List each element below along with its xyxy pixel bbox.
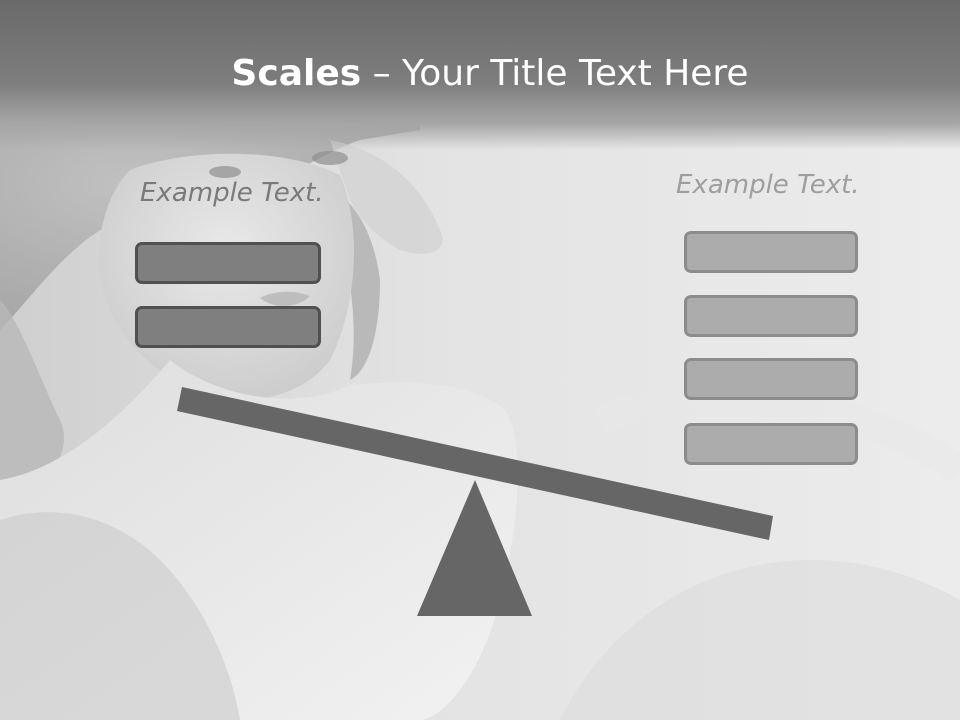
fulcrum-triangle-icon — [417, 480, 532, 616]
right-caption: Example Text. — [676, 170, 860, 200]
balance-beam-icon — [177, 387, 773, 540]
slide-title-rest: – Your Title Text Here — [361, 53, 749, 94]
slide-title: Scales – Your Title Text Here — [0, 50, 960, 98]
right-box-4 — [684, 423, 858, 465]
title-bar — [0, 0, 960, 150]
left-box-2 — [135, 306, 321, 348]
right-box-2 — [684, 295, 858, 337]
slide-title-bold: Scales — [231, 53, 362, 94]
left-box-1 — [135, 242, 321, 284]
right-box-1 — [684, 231, 858, 273]
left-caption: Example Text. — [140, 178, 324, 208]
right-box-3 — [684, 358, 858, 400]
